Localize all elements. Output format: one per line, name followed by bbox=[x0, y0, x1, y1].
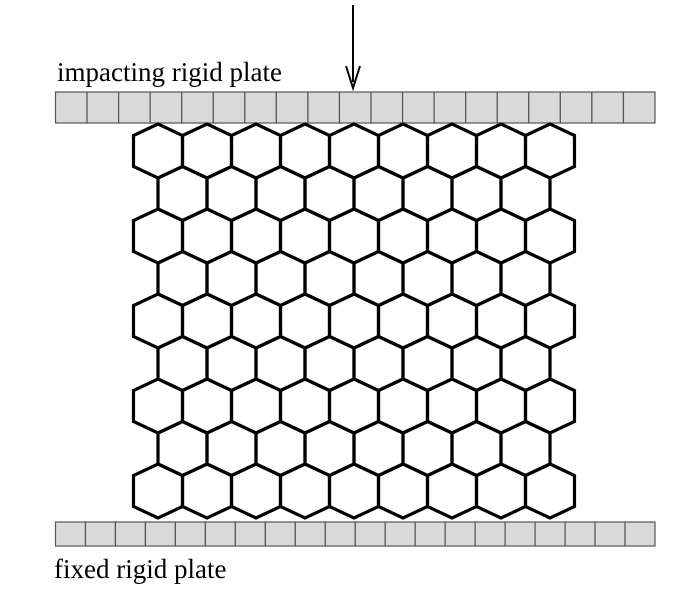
plate-cell bbox=[264, 521, 296, 547]
plate-cell bbox=[294, 521, 326, 547]
plate-cell bbox=[118, 91, 151, 124]
plate-cell bbox=[244, 91, 277, 124]
hexagon-cell bbox=[523, 462, 577, 520]
fixed-plate-label: fixed rigid plate bbox=[54, 554, 226, 584]
plate-cell bbox=[591, 91, 625, 124]
plate-cell bbox=[86, 91, 120, 124]
plate-cell bbox=[54, 91, 88, 124]
hexagon-cell bbox=[376, 462, 430, 520]
plate-cell bbox=[212, 91, 246, 124]
plate-cell bbox=[504, 521, 536, 547]
plate-cell bbox=[54, 521, 87, 547]
plate-cell bbox=[594, 521, 626, 547]
impact-arrow-icon bbox=[345, 5, 361, 92]
plate-cell bbox=[174, 521, 206, 547]
hexagon-cell bbox=[131, 462, 185, 520]
hexagon-cell bbox=[229, 462, 283, 520]
plate-cell bbox=[534, 521, 566, 547]
plate-cell bbox=[84, 521, 117, 547]
plate-cell bbox=[338, 91, 372, 124]
plate-cell bbox=[370, 91, 404, 124]
plate-cell bbox=[384, 521, 416, 547]
plate-cell bbox=[307, 91, 341, 124]
hexagon-cell bbox=[278, 462, 332, 520]
plate-cell bbox=[149, 91, 183, 124]
plate-cell bbox=[354, 521, 386, 547]
plate-cell bbox=[465, 91, 498, 124]
fixed-rigid-plate bbox=[54, 521, 656, 547]
plate-cell bbox=[444, 521, 476, 547]
plate-cell bbox=[496, 91, 530, 124]
plate-cell bbox=[528, 91, 561, 124]
plate-cell bbox=[324, 521, 356, 547]
plate-cell bbox=[234, 521, 266, 547]
plate-cell bbox=[144, 521, 177, 547]
plate-cell bbox=[181, 91, 214, 124]
plate-cell bbox=[414, 521, 446, 547]
hexagon-cell bbox=[474, 462, 528, 520]
plate-cell bbox=[622, 91, 656, 124]
plate-cell bbox=[204, 521, 236, 547]
plate-cell bbox=[474, 521, 506, 547]
impacting-rigid-plate bbox=[54, 91, 656, 124]
plate-cell bbox=[401, 91, 435, 124]
plate-cell bbox=[559, 91, 593, 124]
plate-cell bbox=[114, 521, 147, 547]
honeycomb-lattice bbox=[131, 122, 577, 520]
impacting-plate-label: impacting rigid plate bbox=[57, 57, 282, 87]
plate-cell bbox=[624, 521, 656, 547]
plate-cell bbox=[275, 91, 309, 124]
hexagon-cell bbox=[327, 462, 381, 520]
hexagon-cell bbox=[180, 462, 234, 520]
plate-cell bbox=[564, 521, 596, 547]
plate-cell bbox=[433, 91, 467, 124]
hexagon-cell bbox=[425, 462, 479, 520]
